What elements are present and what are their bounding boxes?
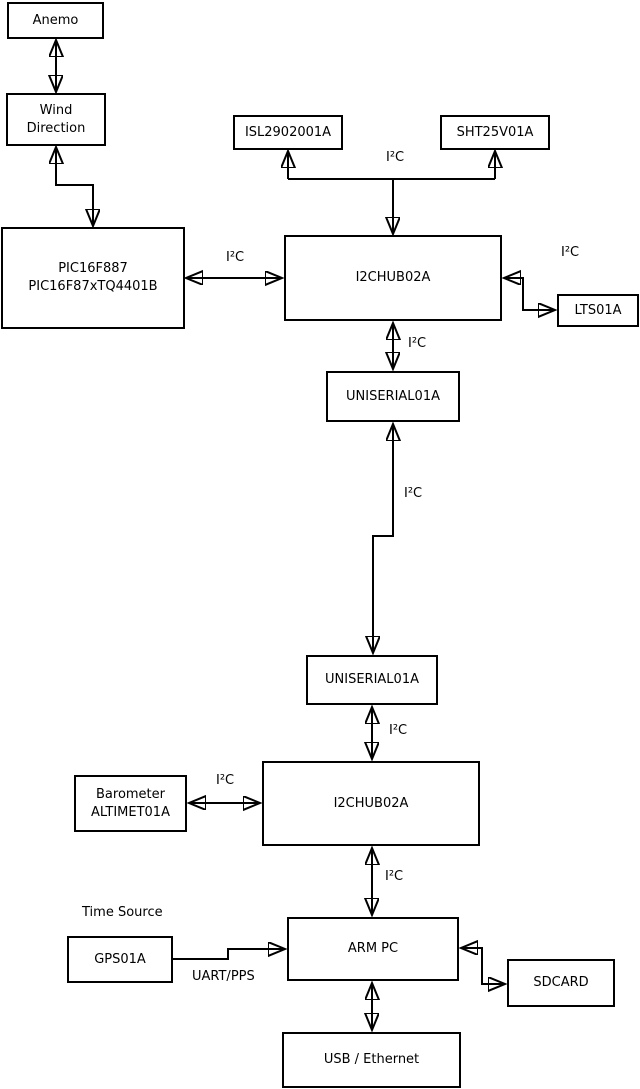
box-pic: PIC16F887 PIC16F87xTQ4401B — [1, 227, 185, 329]
edge-label-i2c-hub2-arm: I²C — [385, 869, 404, 884]
edge-label-i2c-sensor-bus: I²C — [386, 150, 405, 165]
edge-label-i2c-hub-uniserial: I²C — [408, 336, 427, 351]
box-uniserial-top: UNISERIAL01A — [326, 371, 460, 422]
box-usb-ethernet-label: USB / Ethernet — [323, 1052, 420, 1068]
box-i2chub-top: I2CHUB02A — [284, 235, 502, 321]
box-pic-label: PIC16F887 PIC16F87xTQ4401B — [28, 261, 158, 294]
edge-label-uart-pps: UART/PPS — [192, 969, 255, 984]
box-wind-direction-label: Wind Direction — [26, 102, 86, 136]
edge-label-i2c-pic-hub: I²C — [226, 250, 245, 265]
box-sdcard-label: SDCARD — [533, 975, 589, 991]
box-i2chub-bottom-label: I2CHUB02A — [333, 795, 409, 811]
box-uniserial-top-label: UNISERIAL01A — [346, 388, 440, 404]
connector-uniserial-top-uniserial-bottom — [373, 425, 393, 652]
box-usb-ethernet: USB / Ethernet — [282, 1032, 461, 1088]
connector-i2chub-top-lts — [505, 278, 554, 310]
box-uniserial-bottom: UNISERIAL01A — [306, 655, 438, 705]
box-i2chub-top-label: I2CHUB02A — [355, 270, 431, 286]
box-lts: LTS01A — [557, 294, 639, 327]
box-i2chub-bottom: I2CHUB02A — [262, 761, 480, 846]
box-isl-label: ISL2902001A — [244, 124, 332, 140]
box-sht: SHT25V01A — [440, 115, 550, 150]
box-gps: GPS01A — [67, 936, 173, 983]
box-arm-pc: ARM PC — [287, 917, 459, 981]
box-gps-label: GPS01A — [94, 951, 146, 967]
box-anemo-label: Anemo — [32, 12, 79, 28]
connector-wind-pic — [56, 148, 93, 225]
edge-label-i2c-long-link: I²C — [404, 486, 423, 501]
box-anemo: Anemo — [7, 2, 104, 39]
box-sht-label: SHT25V01A — [456, 124, 534, 140]
box-wind-direction: Wind Direction — [6, 93, 106, 146]
box-barometer-label: Barometer ALTIMET01A — [91, 786, 170, 820]
connector-gps-armpc — [173, 949, 284, 960]
box-sdcard: SDCARD — [507, 959, 615, 1007]
edge-label-time-source: Time Source — [82, 905, 163, 920]
box-arm-pc-label: ARM PC — [347, 941, 399, 957]
connector-armpc-sdcard — [462, 948, 504, 984]
edge-label-i2c-barometer: I²C — [216, 773, 235, 788]
box-lts-label: LTS01A — [574, 302, 622, 318]
edge-label-i2c-uniserial-hub2: I²C — [389, 723, 408, 738]
box-uniserial-bottom-label: UNISERIAL01A — [325, 672, 419, 688]
box-isl: ISL2902001A — [233, 115, 343, 150]
edge-label-i2c-lts: I²C — [561, 245, 580, 260]
box-barometer: Barometer ALTIMET01A — [74, 775, 187, 832]
